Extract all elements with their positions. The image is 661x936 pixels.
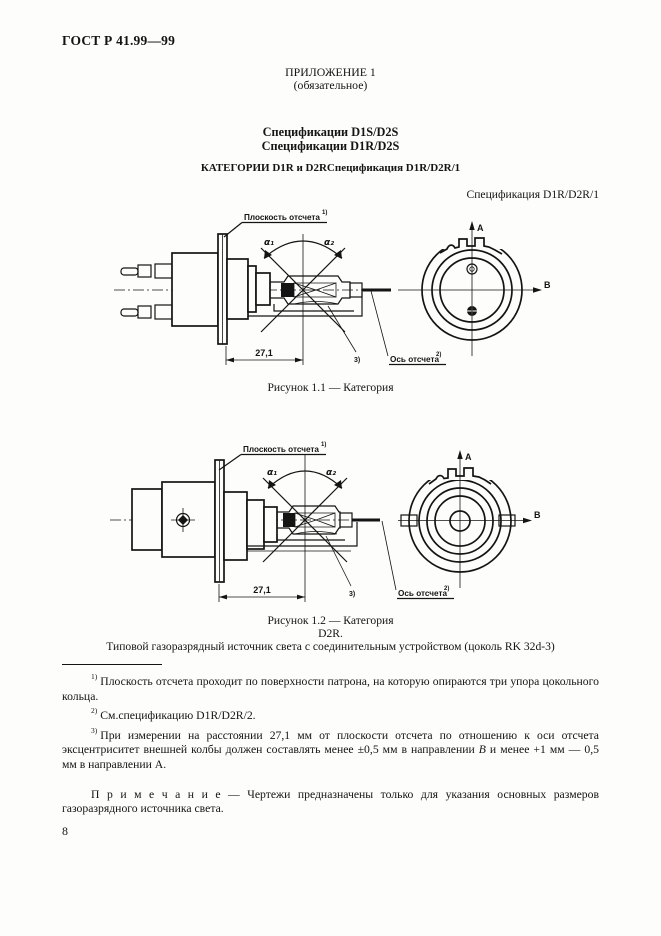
angle-construction (260, 234, 346, 352)
spec-titles: Спецификации D1S/D2S Спецификации D1R/D2… (0, 125, 661, 153)
dimension-27-1: 27,1 (225, 346, 304, 365)
spec-title-line1: Спецификации D1S/D2S (262, 125, 399, 139)
end-view-axes (398, 450, 532, 588)
axis-a-label: A (477, 223, 484, 233)
alpha2-label: α₂ (326, 468, 336, 478)
reference-axis-sup: 2) (444, 586, 449, 592)
end-view-axes (398, 221, 542, 356)
cap-keyways (439, 237, 503, 255)
appendix-title: ПРИЛОЖЕНИЕ 1 (285, 65, 376, 79)
footnote-1-text: Плоскость отсчета проходит по поверхност… (62, 675, 599, 703)
figure-1-side-view: α₁ α₂ Плоскость отсчета 1) 27,1 3) (114, 210, 446, 366)
figure-2-caption-line1: Рисунок 1.2 — Категория (267, 614, 394, 627)
note-paragraph: П р и м е ч а н и е — Чертежи предназнач… (62, 787, 599, 816)
base-flange (217, 233, 228, 345)
footnote-1-marker: 1) (91, 672, 98, 681)
footnotes-section: 1)Плоскость отсчета проходит по поверхно… (62, 664, 599, 817)
reference-axis-callout: Ось отсчета 2) (381, 520, 454, 600)
doc-number: ГОСТ Р 41.99—99 (62, 33, 176, 48)
bulb-envelope (269, 275, 351, 305)
dimension-label: 27,1 (253, 585, 271, 595)
spec-reference-right: Спецификация D1R/D2R/1 (466, 188, 600, 201)
cap-step-2 (247, 265, 257, 313)
figure-1-caption: Рисунок 1.1 — Категория (267, 381, 394, 394)
reference-plane-sup: 1) (322, 210, 327, 216)
footnote-2-text: См.спецификацию D1R/D2R/2. (100, 709, 256, 723)
figure-2-side-view: α₁ α₂ Плоскость отсчета 1) 27,1 3) (110, 442, 454, 602)
appendix-subtitle: (обязательное) (293, 78, 368, 92)
alpha1-label: α₁ (267, 468, 277, 478)
reference-plane-callout: Плоскость отсчета 1) (218, 442, 326, 471)
axis-a-label: A (465, 452, 472, 462)
reference-axis-label: Ось отсчета (390, 355, 439, 364)
reference-axis-callout: Ось отсчета 2) (370, 290, 446, 366)
reference-plane-sup: 1) (321, 442, 326, 448)
footnote-3-text-b: и менее +1 мм — 0,5 мм в направлении А. (62, 743, 599, 771)
footnote-3-marker: 3) (91, 725, 98, 735)
figure-2-caption: Рисунок 1.2 — Категория D2R. Типовой газ… (0, 614, 661, 653)
connector-end-block (131, 488, 163, 551)
footnote3-callout: 3) (327, 305, 360, 364)
register-mark (171, 508, 195, 532)
footnote-3-marker: 3) (349, 591, 355, 598)
figure-1-end-view: A B (398, 221, 551, 356)
reference-axis-label: Ось отсчета (398, 589, 447, 598)
connector-body (171, 252, 219, 327)
reference-plane-callout: Плоскость отсчета 1) (223, 210, 327, 238)
footnote3-callout: 3) (325, 535, 355, 598)
cap-step-2 (246, 499, 265, 550)
reference-axis-sup: 2) (436, 352, 441, 358)
alpha2-label: α₂ (324, 238, 334, 248)
cap-neck (255, 272, 271, 306)
footnote-1: 1)Плоскость отсчета проходит по поверхно… (62, 670, 599, 704)
connector-body (161, 481, 216, 558)
dimension-label: 27,1 (255, 348, 273, 358)
base-flange (214, 459, 225, 583)
figure-2-drawing: α₁ α₂ Плоскость отсчета 1) 27,1 3) (110, 442, 541, 602)
spec-title-line2: Спецификации D1R/D2S (261, 139, 400, 153)
alpha1-label: α₁ (264, 238, 274, 248)
figure-2-caption-line3: Типовой газоразрядный источник света с с… (106, 640, 555, 653)
reference-plane-label: Плоскость отсчета (243, 445, 319, 454)
angle-construction (262, 454, 348, 595)
appendix-heading: ПРИЛОЖЕНИЕ 1 (обязательное) (0, 66, 661, 92)
figure-2-end-view: A B (398, 450, 541, 588)
axis-b-label: B (534, 510, 541, 520)
footnote-3-axis-b: B (478, 743, 486, 757)
footnote-3-marker: 3) (354, 357, 360, 364)
figure-2-caption-line2: D2R. (318, 627, 343, 640)
cap-keyways (428, 467, 492, 485)
footnote-2-marker: 2) (91, 706, 98, 716)
dimension-27-1: 27,1 (218, 584, 306, 602)
figure-1-drawing: α₁ α₂ Плоскость отсчета 1) 27,1 3) (114, 210, 551, 366)
cap-step-1 (226, 258, 249, 320)
axis-b-label: B (544, 280, 551, 290)
support-frame (247, 292, 363, 317)
cap-step-1 (223, 491, 248, 561)
lead-wires (120, 263, 173, 320)
cap-neck (263, 506, 278, 543)
footnote-3: 3)При измерении на расстоянии 27,1 мм от… (62, 724, 599, 773)
footnote-2: 2)См.спецификацию D1R/D2R/2. (62, 704, 599, 724)
categories-heading: КАТЕГОРИИ D1R и D2RСпецификация D1R/D2R/… (200, 162, 461, 174)
footnote-rule (62, 664, 162, 665)
footnote-3-text-a: При измерении на расстоянии 27,1 мм от п… (62, 728, 599, 757)
reference-plane-label: Плоскость отсчета (244, 213, 320, 222)
page-number: 8 (62, 824, 68, 838)
